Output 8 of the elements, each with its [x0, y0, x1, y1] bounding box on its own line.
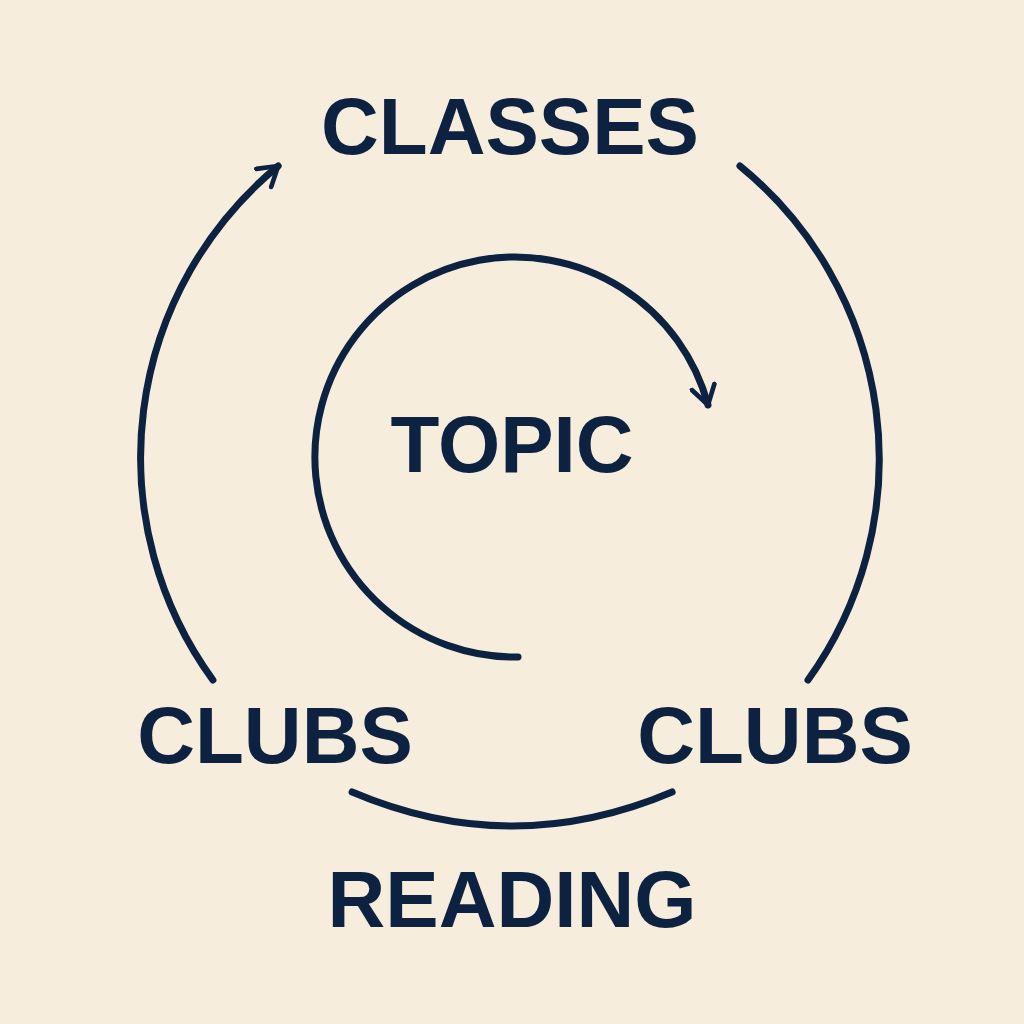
node-label: CLASSES — [321, 87, 699, 167]
curved-arrow — [137, 162, 282, 684]
curved-connector — [736, 162, 883, 684]
text-label: READING — [326, 860, 698, 940]
curved-connector — [348, 788, 676, 830]
text-label: TOPIC — [389, 405, 635, 485]
node-label: CLUBS — [637, 696, 913, 776]
node-label: CLUBS — [137, 696, 413, 776]
